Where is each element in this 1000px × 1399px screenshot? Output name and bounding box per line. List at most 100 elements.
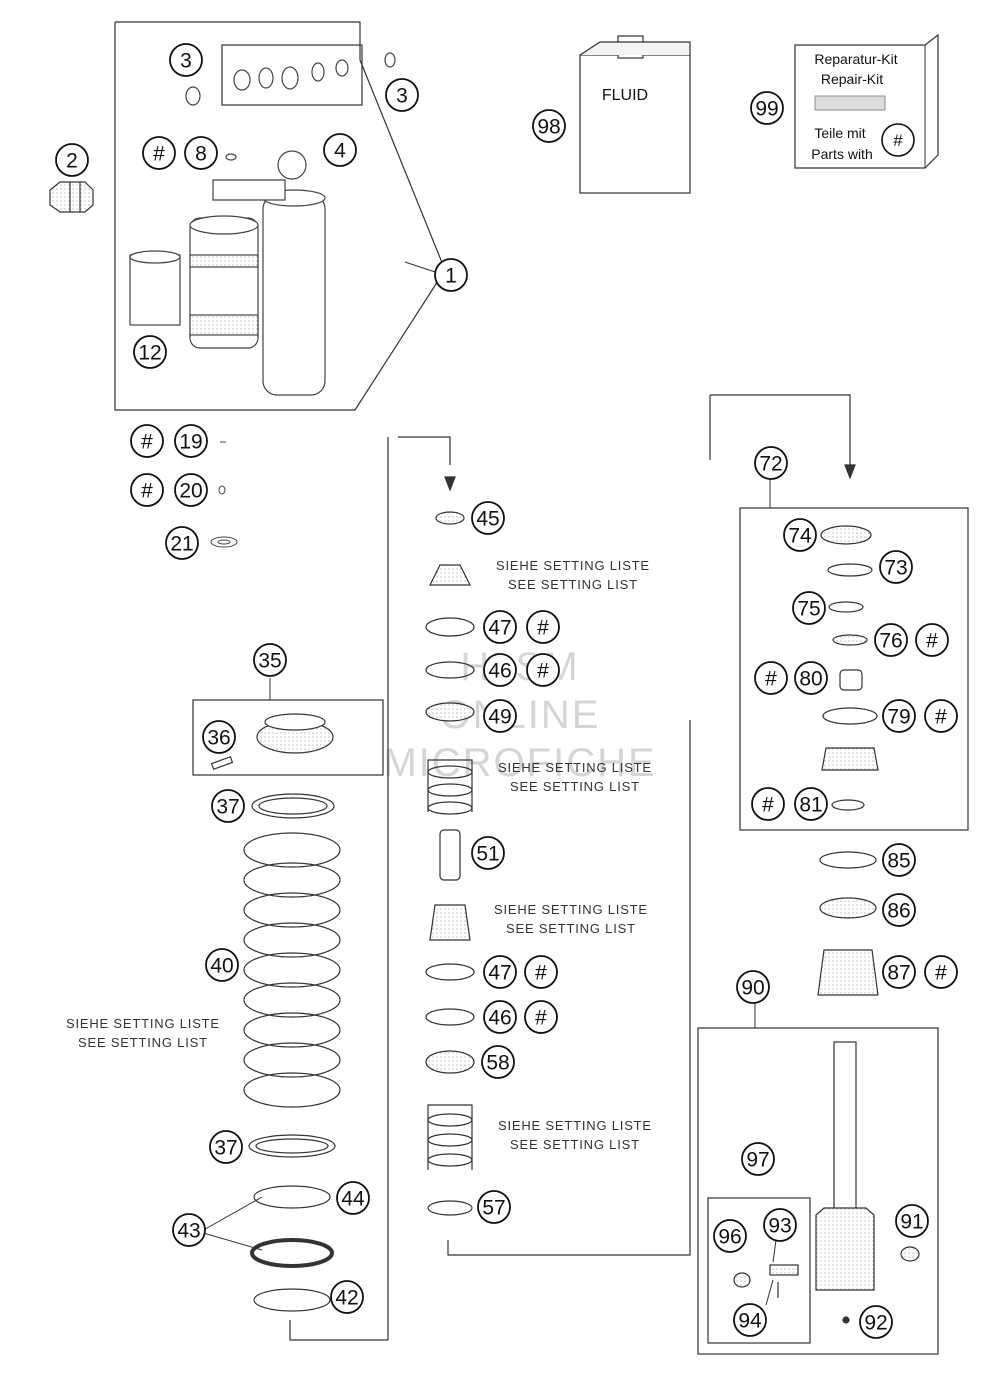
callout-number: 43	[177, 1220, 200, 1243]
part-callout-4: 4	[323, 133, 357, 167]
part-callout-42: 42	[330, 1280, 364, 1314]
part-callout-87: 87	[882, 955, 916, 989]
callout-number: 37	[216, 796, 239, 819]
callout-number: 51	[476, 843, 499, 866]
callout-number: 76	[879, 630, 902, 653]
callout-number: 99	[755, 98, 778, 121]
callout-number: 58	[486, 1052, 509, 1075]
damper-valve	[733, 1041, 920, 1324]
part-callout-85: 85	[882, 843, 916, 877]
repair-kit-line-1: Reparatur-Kit	[814, 51, 897, 67]
callout-circle	[526, 653, 560, 687]
callout-number: 21	[170, 533, 193, 556]
setting-note-de: SIEHE SETTING LISTE	[496, 558, 650, 573]
callout-number: 86	[887, 900, 910, 923]
callout-circle	[483, 610, 517, 644]
setting-note-en: SEE SETTING LIST	[510, 779, 640, 794]
callout-number: 49	[488, 706, 511, 729]
part-number-labels: 12334#812#19#202135363740374344424547#46…	[55, 43, 958, 1339]
callout-number: #	[762, 794, 774, 817]
frame-piston-rod-bottom	[289, 1320, 388, 1341]
assembly-frames	[114, 21, 969, 1355]
part-callout-97: 97	[741, 1142, 775, 1176]
callout-circle	[794, 661, 828, 695]
callout-circle	[924, 699, 958, 733]
part-callout-36: 36	[202, 720, 236, 754]
leader-lines	[199, 261, 777, 1306]
setting-note-en: SEE SETTING LIST	[506, 921, 636, 936]
part-callout-75: 75	[792, 591, 826, 625]
callout-number: 19	[179, 431, 202, 454]
part-callout-51: 51	[471, 836, 505, 870]
part-callout-74: 74	[783, 518, 817, 552]
callout-number: 81	[799, 794, 822, 817]
callout-number: 94	[738, 1310, 762, 1333]
part-callout-81: 81	[794, 787, 828, 821]
callout-number: 79	[887, 706, 910, 729]
callout-number: 47	[488, 617, 511, 640]
callout-number: 35	[258, 650, 281, 673]
callout-circle	[524, 1000, 558, 1034]
callout-number: 47	[488, 962, 511, 985]
callout-number: #	[926, 630, 938, 653]
callout-number: 8	[195, 143, 207, 166]
part-callout-46: 46	[483, 1000, 517, 1034]
callout-circle	[130, 473, 164, 507]
compression-stack	[817, 525, 879, 996]
setting-note-de: SIEHE SETTING LISTE	[498, 1118, 652, 1133]
callout-number: 45	[476, 508, 499, 531]
part-callout-73: 73	[879, 550, 913, 584]
callout-circle	[483, 653, 517, 687]
repair-kit-marker: #	[915, 623, 949, 657]
callout-number: 72	[759, 453, 782, 476]
callout-number: 1	[445, 265, 457, 288]
part-callout-90: 90	[736, 970, 770, 1004]
callout-number: 91	[900, 1211, 923, 1234]
callout-circle	[792, 591, 826, 625]
setting-note-de: SIEHE SETTING LISTE	[66, 1016, 220, 1031]
setting-note-en: SEE SETTING LIST	[78, 1035, 208, 1050]
part-callout-8: 8	[184, 136, 218, 170]
part-callout-92: 92	[859, 1305, 893, 1339]
callout-number: 57	[482, 1197, 505, 1220]
callout-circle	[184, 136, 218, 170]
part-callout-43: 43	[172, 1213, 206, 1247]
callout-circle	[323, 133, 357, 167]
callout-circle	[859, 1305, 893, 1339]
part-callout-37: 37	[211, 789, 245, 823]
callout-number: 36	[207, 727, 230, 750]
frame-seal-kit	[221, 44, 363, 106]
fluid-label: FLUID	[602, 87, 648, 104]
callout-circle	[205, 948, 239, 982]
part-callout-49: 49	[483, 699, 517, 733]
callout-circle	[209, 1130, 243, 1164]
callout-number: #	[935, 706, 947, 729]
callout-circle	[336, 1181, 370, 1215]
setting-note-en: SEE SETTING LIST	[510, 1137, 640, 1152]
callout-circle	[471, 836, 505, 870]
part-callout-20: 20	[174, 473, 208, 507]
part-callout-86: 86	[882, 893, 916, 927]
callout-number: 12	[138, 342, 161, 365]
callout-circle	[434, 258, 468, 292]
part-callout-96: 96	[713, 1219, 747, 1253]
callout-number: 3	[180, 50, 192, 73]
callout-number: 2	[66, 150, 78, 173]
callout-number: 93	[768, 1215, 791, 1238]
callout-number: 96	[718, 1226, 741, 1249]
callout-number: #	[141, 431, 153, 454]
callout-circle	[169, 43, 203, 77]
repair-kit-line-2: Repair-Kit	[821, 71, 883, 87]
callout-circle	[142, 136, 176, 170]
part-callout-46: 46	[483, 653, 517, 687]
repair-kit-marker: #	[142, 136, 176, 170]
repair-kit-marker: #	[526, 610, 560, 644]
callout-number: 74	[788, 525, 812, 548]
part-callout-3: 3	[385, 78, 419, 112]
repair-kit-marker: #	[526, 653, 560, 687]
part-callout-98: 98	[532, 109, 566, 143]
callout-number: 42	[335, 1287, 358, 1310]
callout-circle	[526, 610, 560, 644]
